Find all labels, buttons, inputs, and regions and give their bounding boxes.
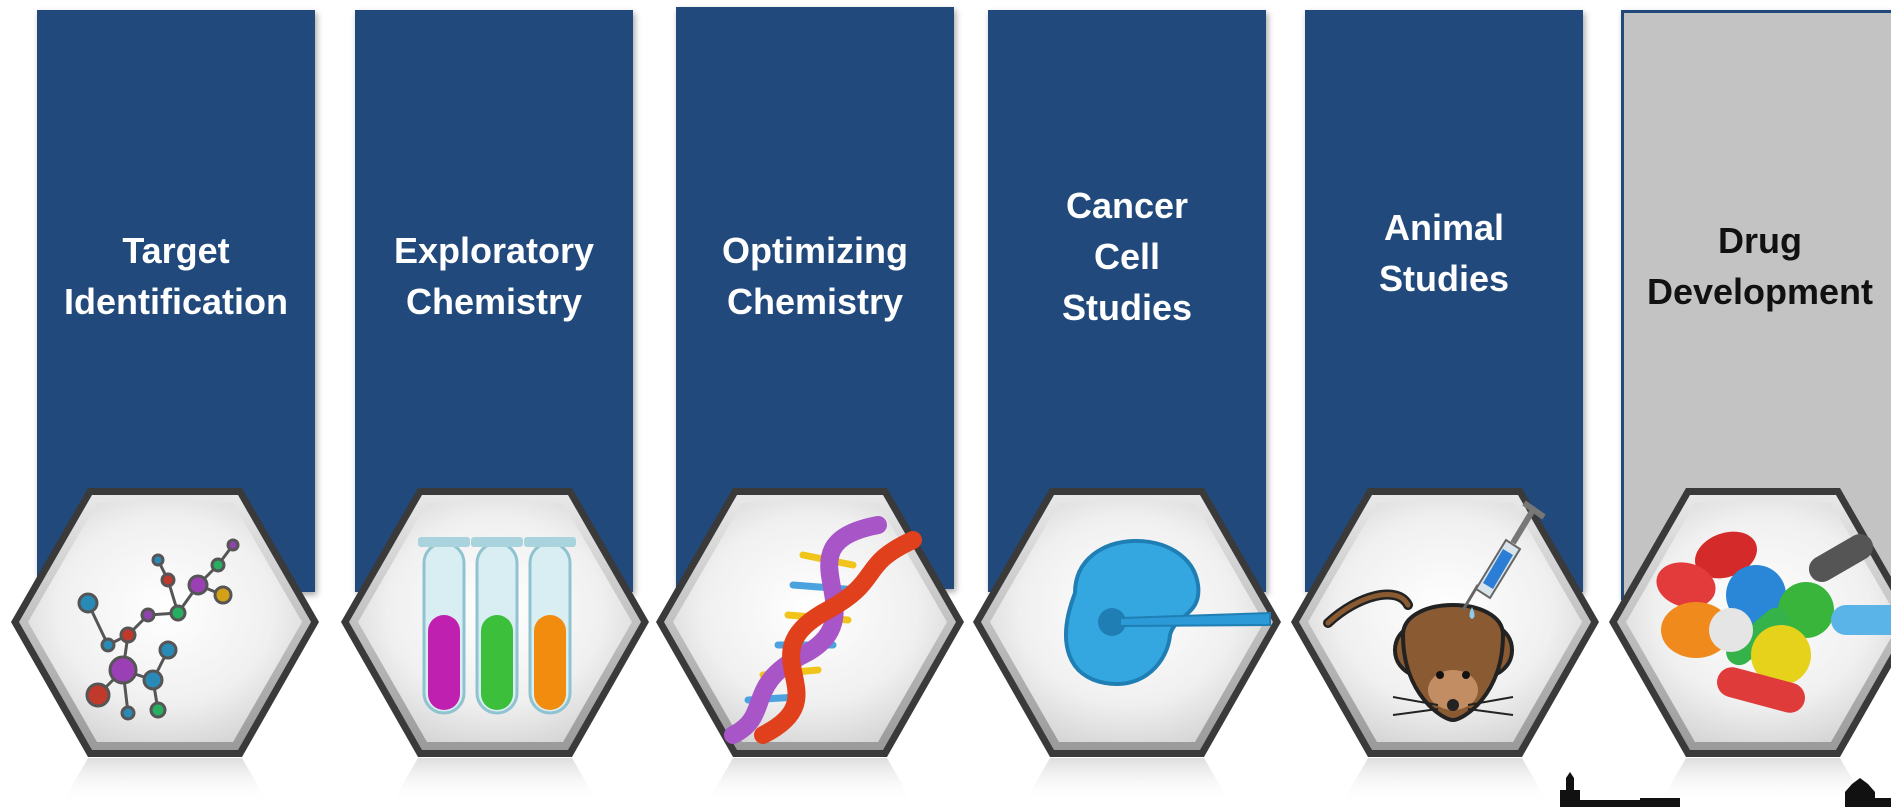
- hexagon-reflection: [1606, 758, 1891, 807]
- step-label: Optimizing Chemistry: [676, 225, 954, 327]
- mouse-syringe-icon: [1323, 500, 1546, 723]
- step-label-line: Optimizing: [722, 230, 908, 271]
- hexagon-reflection: [338, 758, 652, 807]
- step-label-line: Studies: [1061, 287, 1193, 328]
- pills-icon: [1656, 531, 1891, 713]
- step-label-line: Chemistry: [405, 281, 583, 322]
- step-label: Target Identification: [37, 225, 315, 327]
- hexagon-target-identification: [8, 485, 322, 760]
- step-label-line: Chemistry: [726, 281, 904, 322]
- hexagon-optimizing-chemistry: [653, 485, 967, 760]
- step-label: Cancer Cell Studies: [988, 180, 1266, 333]
- hexagon-drug-development: [1606, 485, 1891, 760]
- step-label-line: Development: [1646, 271, 1874, 312]
- castle-silhouette-icon: [1560, 772, 1891, 807]
- step-label-line: Target: [122, 230, 230, 271]
- step-label-line: Animal: [1383, 207, 1505, 248]
- step-label: Exploratory Chemistry: [355, 225, 633, 327]
- step-label: Drug Development: [1624, 215, 1891, 317]
- molecule-icon: [77, 538, 240, 721]
- hexagon-cancer-cell-studies: [970, 485, 1284, 760]
- hexagon-exploratory-chemistry: [338, 485, 652, 760]
- step-label-line: Drug: [1718, 220, 1802, 261]
- dna-icon: [724, 516, 922, 744]
- step-label-line: Identification: [64, 281, 288, 322]
- step-label-line: Cancer: [1065, 185, 1189, 226]
- step-panel-exploratory-chemistry: Exploratory Chemistry: [355, 10, 633, 592]
- hexagon-reflection: [653, 758, 967, 807]
- step-label-line: Cell: [1093, 236, 1161, 277]
- step-label-line: Studies: [1378, 258, 1510, 299]
- cell-injection-icon: [1064, 539, 1271, 687]
- test-tubes-icon: [418, 537, 576, 715]
- step-label-line: Exploratory: [393, 230, 595, 271]
- hexagon-reflection: [970, 758, 1284, 807]
- hexagon-reflection: [8, 758, 322, 807]
- hexagon-animal-studies: [1288, 485, 1602, 760]
- hexagon-reflection: [1288, 758, 1602, 807]
- step-panel-optimizing-chemistry: Optimizing Chemistry: [676, 7, 954, 589]
- step-label: Animal Studies: [1305, 202, 1583, 304]
